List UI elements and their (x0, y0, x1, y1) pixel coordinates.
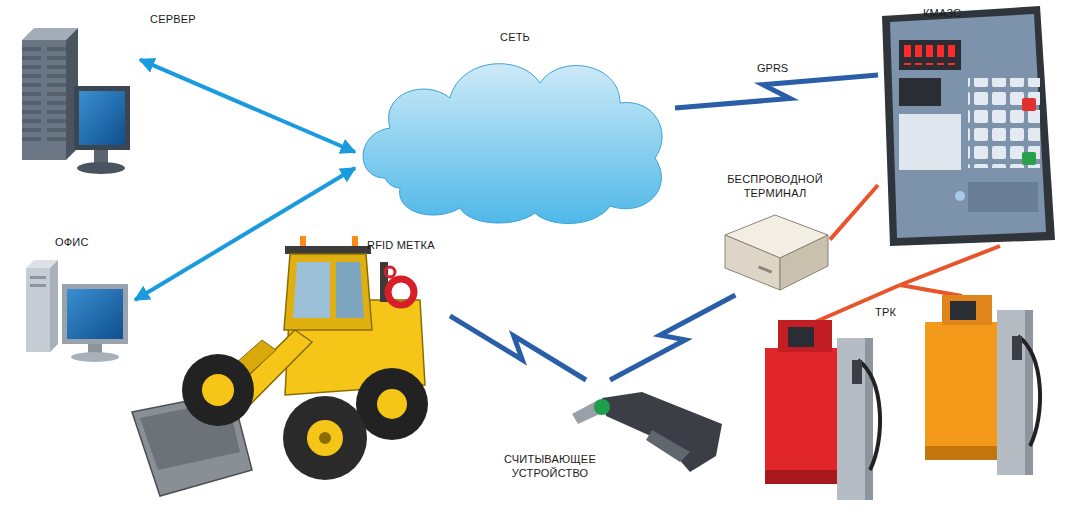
terminal-box (725, 235, 780, 290)
fuel-pump-red (837, 338, 865, 500)
controller-device (903, 45, 958, 65)
cloud-shape (355, 28, 675, 228)
loader-illustration (352, 236, 358, 246)
office-pc-icon (71, 352, 119, 362)
fuel-pump-orange (925, 446, 997, 460)
cable-link (900, 246, 1000, 285)
loader-illustration (285, 246, 371, 254)
controller-device (1022, 98, 1036, 111)
server-icon (79, 91, 125, 145)
loader-illustration (283, 396, 367, 480)
server-icon (22, 44, 66, 144)
pumps-node: ТРК (755, 285, 1055, 510)
network-cloud: СЕТЬ (355, 28, 675, 228)
fuel-pump-red (765, 348, 837, 480)
controller-device (968, 182, 1038, 212)
fuel-pump-orange (925, 295, 1040, 475)
server-icon (77, 162, 125, 174)
server-icon (94, 150, 108, 164)
controller-device (882, 6, 1055, 246)
pump-wire (815, 285, 900, 322)
controller-device (899, 40, 961, 70)
edge-label: GPRS (755, 61, 790, 75)
office-pc-icon (30, 276, 46, 279)
reader-nozzle (594, 399, 610, 415)
office-pc-icon (67, 289, 123, 339)
loader-illustration (377, 389, 407, 419)
loader-illustration (182, 354, 254, 426)
fuel-pump-red (788, 327, 814, 347)
server-node: СЕРВЕР (10, 20, 140, 185)
controller-device (1022, 152, 1036, 165)
loader-illustration (385, 267, 395, 277)
cloud-outline (363, 64, 662, 224)
terminal-box (758, 266, 772, 274)
fuel-pump-orange (1025, 310, 1033, 475)
loader-illustration (293, 262, 330, 318)
loader-illustration (336, 262, 364, 318)
office-pc-icon (26, 260, 128, 362)
reader-node: СЧИТЫВАЮЩЕЕ УСТРОЙСТВО (490, 380, 730, 500)
radio-link (610, 295, 735, 380)
reader-nozzle (602, 392, 722, 472)
terminal-node: БЕСПРОВОДНОЙ ТЕРМИНАЛ (720, 172, 830, 295)
server-icon (22, 28, 130, 174)
fuel-pump-orange (950, 301, 976, 320)
controller-device (899, 78, 941, 106)
loader-illustration (284, 254, 372, 330)
fuel-pump-red (865, 338, 873, 500)
network-arrow (140, 60, 355, 152)
pump-wire (900, 285, 962, 296)
radio-link (450, 316, 586, 380)
fuel-pump-red (852, 360, 862, 384)
office-pc-icon (26, 268, 50, 352)
controller-device (882, 6, 1055, 246)
node-label: КМАЗС (923, 6, 961, 20)
office-pc-icon (30, 284, 46, 287)
controller-device (899, 114, 961, 170)
loader-illustration (388, 279, 414, 305)
controller-device (890, 14, 1046, 238)
fuel-pump-red (778, 320, 832, 352)
node-label: RFID МЕТКА (367, 238, 435, 252)
fuel-pump-red (765, 320, 880, 500)
node-label: БЕСПРОВОДНОЙ ТЕРМИНАЛ (720, 172, 830, 200)
fuel-pump-red (765, 470, 837, 484)
terminal-box (780, 235, 828, 290)
controller-device (968, 78, 1040, 168)
fuel-pump-orange (997, 310, 1025, 475)
loader-illustration (202, 374, 234, 406)
reader-nozzle (646, 430, 690, 462)
office-pc-icon (50, 260, 58, 352)
fuel-pump-orange (942, 295, 992, 325)
fuel-pump-orange (1012, 336, 1022, 360)
loader-illustration (300, 236, 306, 246)
server-icon (74, 86, 130, 150)
loader-illustration (307, 420, 343, 456)
node-label: СЕТЬ (500, 30, 530, 44)
controller-node: КМАЗС (878, 28, 1056, 246)
gprs-link (675, 75, 878, 108)
controller-device (955, 191, 965, 201)
node-label: СЕРВЕР (150, 12, 196, 26)
node-label: ОФИС (55, 235, 89, 249)
terminal-box (725, 215, 828, 290)
loader-node: RFID МЕТКА (130, 235, 450, 480)
pump-wire (815, 285, 962, 322)
fuel-pump-orange (925, 322, 997, 454)
office-node: ОФИС (20, 235, 135, 360)
node-label: СЧИТЫВАЮЩЕЕ УСТРОЙСТВО (490, 452, 610, 480)
node-label: ТРК (875, 305, 896, 319)
office-pc-icon (62, 284, 128, 344)
server-icon (22, 40, 66, 160)
network-arrow (135, 168, 355, 300)
loader-illustration (356, 368, 428, 440)
loader-illustration (319, 432, 331, 444)
cable-link (830, 185, 878, 240)
